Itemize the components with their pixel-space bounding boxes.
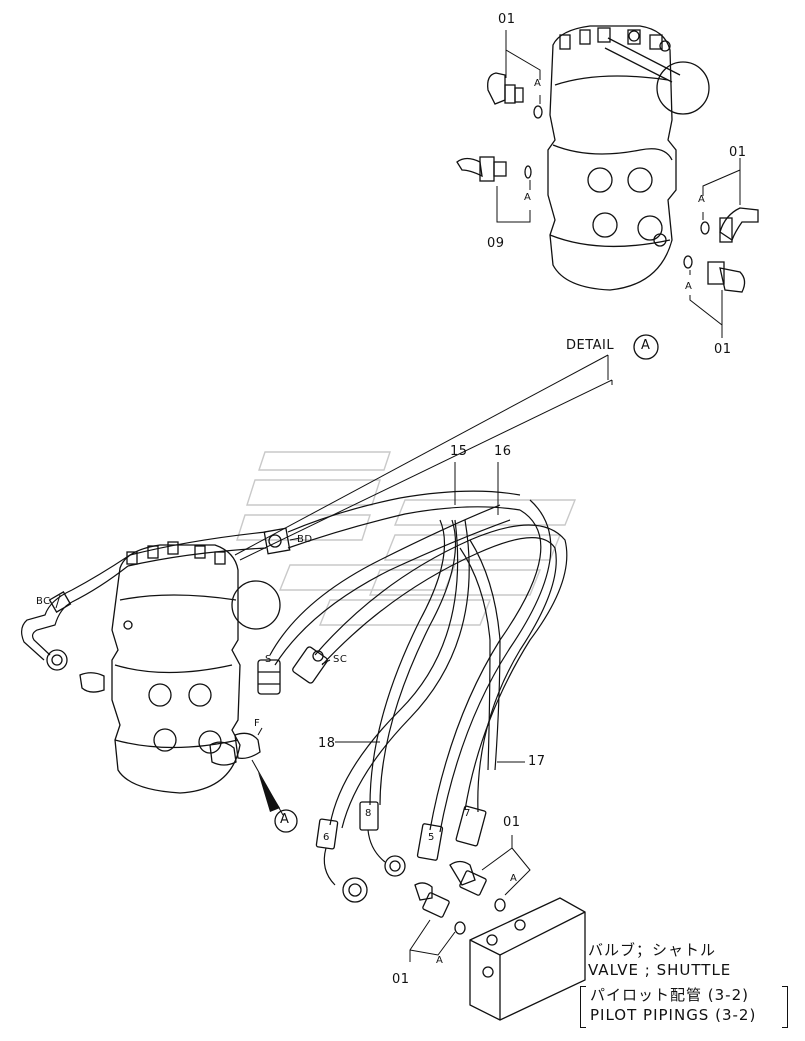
caption-jp-group: パイロット配管 (3-2) <box>590 986 749 1004</box>
oring-mark: A <box>524 192 532 203</box>
lower-fitting-01-right <box>449 860 506 912</box>
detail-fitting-01-right <box>700 207 759 243</box>
callout-mark: A <box>280 812 290 827</box>
oring-mark: A <box>698 194 706 205</box>
oring-mark: A <box>685 281 693 292</box>
caption-bracket-right <box>782 986 788 1028</box>
oring-mark: A <box>436 955 444 966</box>
detail-valve-body <box>547 25 710 291</box>
port-label-sc: SC <box>333 654 348 665</box>
caption-bracket-left <box>580 986 586 1028</box>
part-number-16: 16 <box>494 444 512 459</box>
main-valve-body <box>111 541 281 794</box>
lower-fitting-01-left <box>414 882 466 935</box>
port-label-f: F <box>254 718 261 729</box>
s-fitting <box>257 659 281 695</box>
f-fitting <box>209 732 261 766</box>
hose-number-8: 8 <box>365 808 372 819</box>
bd-fitting <box>127 490 521 567</box>
detail-projection-lines <box>234 354 613 561</box>
caption-en-group: PILOT PIPINGS (3-2) <box>590 1006 757 1024</box>
hose-number-5: 5 <box>428 832 435 843</box>
hose-number-7: 7 <box>464 808 471 819</box>
part-number-01: 01 <box>498 12 516 27</box>
part-number-15: 15 <box>450 444 468 459</box>
port-label-bc: BC <box>36 596 51 607</box>
sc-fitting <box>292 646 328 684</box>
shuttle-valve-block <box>469 897 586 1021</box>
hose-end-fittings <box>315 801 487 903</box>
part-number-01: 01 <box>729 145 747 160</box>
oring-mark: A <box>534 78 542 89</box>
pilot-hoses <box>269 499 568 833</box>
part-number-01: 01 <box>714 342 732 357</box>
detail-leaders <box>496 30 741 338</box>
part-number-01: 01 <box>503 815 521 830</box>
part-number-18: 18 <box>318 736 336 751</box>
oring-mark: A <box>510 873 518 884</box>
main-leaders <box>55 462 531 962</box>
caption-en-name: VALVE ; SHUTTLE <box>588 961 732 979</box>
callout-a-arrow <box>251 759 298 833</box>
detail-mark-circle <box>633 334 659 360</box>
part-number-09: 09 <box>487 236 505 251</box>
detail-fitting-01-lower <box>683 255 746 293</box>
part-number-01: 01 <box>392 972 410 987</box>
detail-fitting-01-top <box>487 72 543 119</box>
caption-jp-name: バルブ；シャトル <box>588 941 717 959</box>
detail-fitting-09 <box>456 156 532 182</box>
detail-title: DETAIL <box>566 338 615 353</box>
hose-number-6: 6 <box>323 832 330 843</box>
port-label-s: S <box>265 654 272 665</box>
port-label-bd: BD <box>297 534 313 545</box>
bc-pipe <box>21 554 131 693</box>
detail-mark: A <box>641 338 651 353</box>
part-number-17: 17 <box>528 754 546 769</box>
